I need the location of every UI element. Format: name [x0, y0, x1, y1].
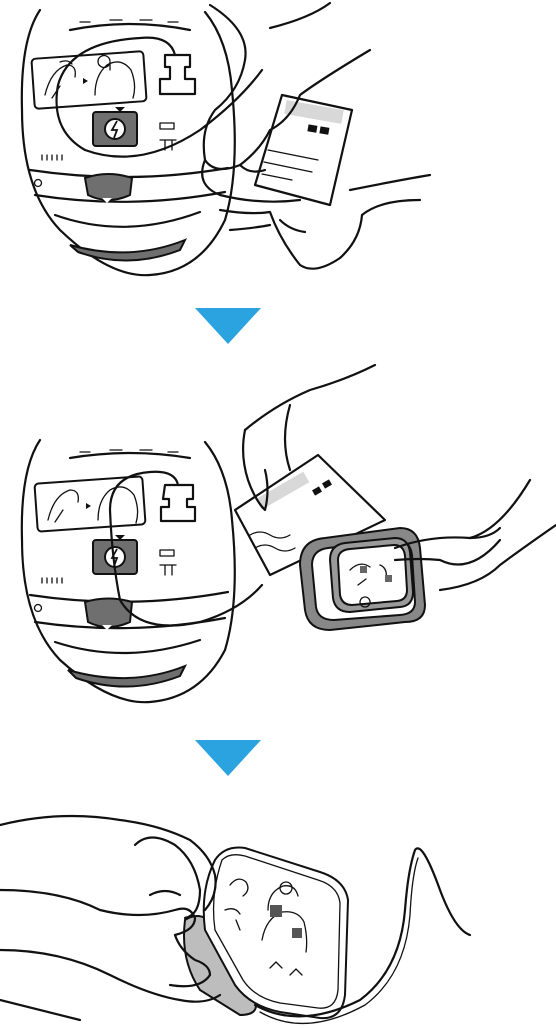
aed-device [22, 440, 262, 702]
step-3-illustration [0, 800, 556, 1028]
aed-device [22, 10, 262, 275]
electrode-package [255, 95, 352, 205]
step-1-illustration [0, 0, 556, 290]
down-triangle-icon [195, 308, 261, 344]
hands [202, 3, 430, 269]
step-connector-arrow [0, 732, 556, 780]
down-triangle-icon [195, 740, 261, 776]
step-2-illustration [0, 360, 556, 710]
electrode-package-open [235, 455, 425, 630]
step-connector-arrow [0, 300, 556, 348]
hands [0, 816, 220, 1020]
electrode-pads [184, 848, 348, 1019]
